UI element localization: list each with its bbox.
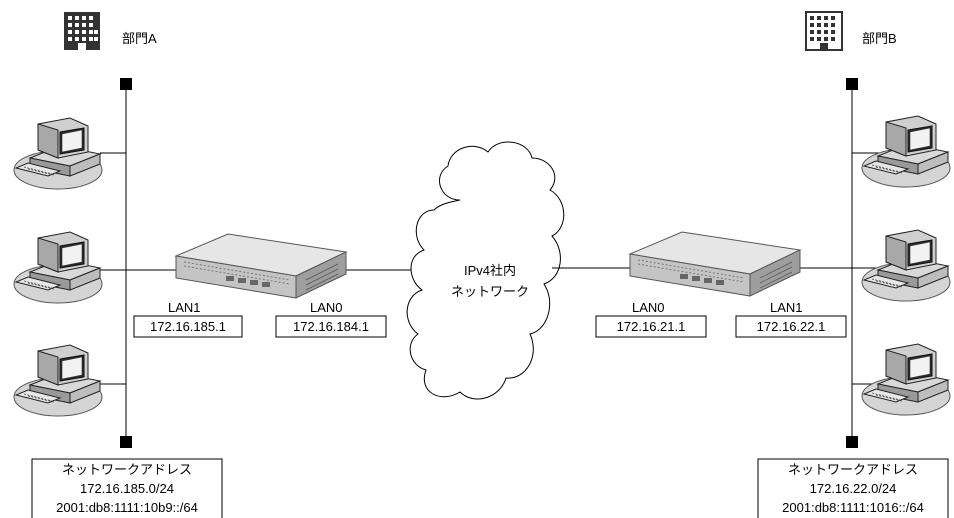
lan-a-terminator-top <box>120 78 132 90</box>
network-a-heading: ネットワークアドレス <box>62 462 192 477</box>
network-a-ipv6: 2001:db8:1111:10b9::/64 <box>56 500 198 515</box>
network-a-ipv4: 172.16.185.0/24 <box>80 481 174 496</box>
computer-b1-icon <box>861 115 951 188</box>
department-b-label: 部門B <box>862 31 897 46</box>
network-b-heading: ネットワークアドレス <box>788 462 918 477</box>
router-b-icon <box>629 231 801 297</box>
lan-b-terminator-bottom <box>846 436 858 448</box>
router-a-lan1-ip: 172.16.185.1 <box>150 319 226 334</box>
router-a-lan0-ip: 172.16.184.1 <box>293 319 369 334</box>
router-a-lan1-ip-box <box>133 315 243 338</box>
computer-b2-icon <box>861 229 951 302</box>
network-a-address-box <box>31 458 223 518</box>
router-b-lan1-ip-box <box>735 315 847 338</box>
router-b-lan1-ip: 172.16.22.1 <box>757 319 826 334</box>
router-a-lan0-ip-box <box>275 315 387 338</box>
network-b-ipv4: 172.16.22.0/24 <box>810 481 897 496</box>
building-a-icon <box>64 12 100 50</box>
computer-b3-icon <box>861 343 951 416</box>
router-a-icon <box>175 233 347 299</box>
cloud-label-line1: IPv4社内 <box>464 263 516 278</box>
cloud-label-line2: ネットワーク <box>451 284 529 299</box>
lan-b-terminator-top <box>846 78 858 90</box>
computer-a3-icon <box>13 344 103 417</box>
router-b-lan1-label: LAN1 <box>770 300 803 315</box>
network-cloud-icon <box>406 141 565 400</box>
network-b-ipv6: 2001:db8:1111:1016::/64 <box>782 500 924 515</box>
lan-a-terminator-bottom <box>120 436 132 448</box>
computer-a1-icon <box>13 117 103 190</box>
building-b-icon <box>805 11 843 51</box>
computer-a2-icon <box>13 231 103 304</box>
department-a-label: 部門A <box>122 31 157 46</box>
router-a-lan0-label: LAN0 <box>310 300 343 315</box>
router-a-lan1-label: LAN1 <box>168 300 201 315</box>
network-b-address-box <box>757 458 949 518</box>
router-b-lan0-label: LAN0 <box>632 300 665 315</box>
router-b-lan0-ip: 172.16.21.1 <box>617 319 686 334</box>
router-b-lan0-ip-box <box>595 315 707 338</box>
